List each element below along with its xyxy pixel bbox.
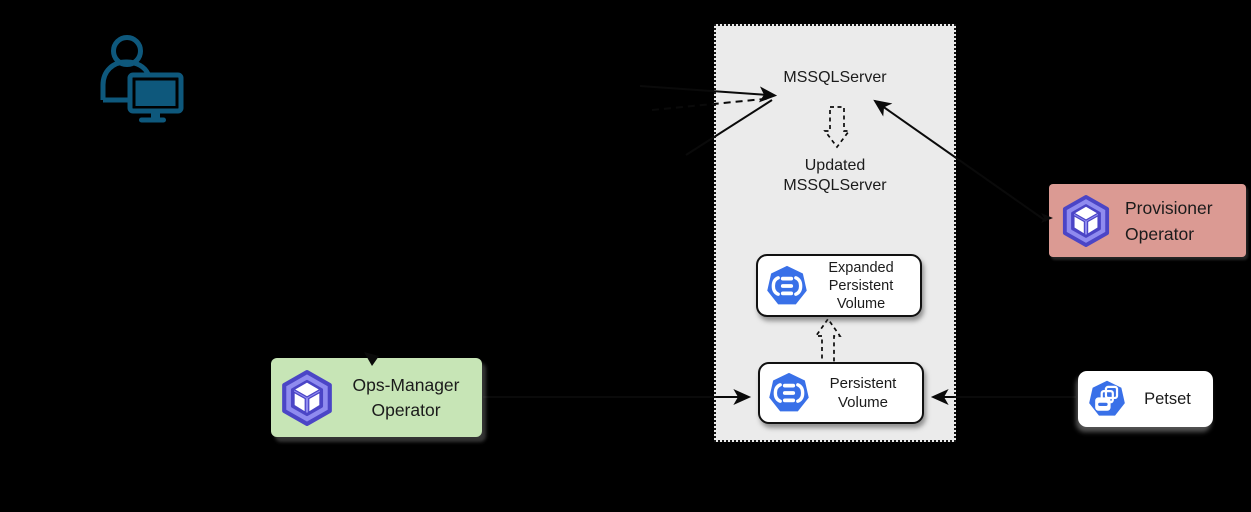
- ops-manager-label-line1: Ops-Manager: [352, 374, 460, 395]
- provisioner-label: Provisioner Operator: [1125, 195, 1213, 247]
- mssqlserver-resource-label: MSSQLServer: [783, 69, 887, 86]
- persistent-volume-icon: [767, 265, 807, 304]
- persistent-volume-icon: [769, 372, 809, 412]
- monitor-stand: [139, 117, 166, 123]
- updated-label-line2: MSSQLServer: [783, 177, 887, 194]
- petset-node: Petset: [1078, 371, 1213, 427]
- monitor-screen: [135, 80, 176, 106]
- updated-mssqlserver-resource-label: Updated MSSQLServer: [714, 156, 956, 196]
- pv-label-line2: Volume: [837, 394, 889, 411]
- ops-manager-operator-node: Ops-Manager Operator: [271, 358, 482, 437]
- provisioner-label-line1: Provisioner: [1125, 197, 1213, 218]
- user-body: [100, 59, 151, 100]
- expanded-persistent-volume-node: Expanded Persistent Volume: [756, 254, 922, 317]
- user-workstation-icon-svg: [100, 35, 184, 123]
- expanded-pv-label-line2: Persistent: [828, 277, 894, 294]
- petset-label: Petset: [1144, 389, 1191, 408]
- ops-manager-label: Ops-Manager Operator: [334, 373, 478, 423]
- petset-icon: [1089, 380, 1125, 416]
- ops-manager-label-line2: Operator: [371, 399, 441, 420]
- persistent-volume-node: Persistent Volume: [758, 362, 924, 424]
- provisioner-label-line2: Operator: [1125, 223, 1195, 244]
- expanded-pv-label: Expanded Persistent Volume: [808, 259, 914, 313]
- user-workstation-icon: [99, 33, 185, 123]
- pv-label-line1: Persistent: [829, 375, 897, 392]
- expanded-pv-label-line1: Expanded: [828, 259, 894, 276]
- pv-label: Persistent Volume: [810, 374, 916, 412]
- provisioner-operator-node: Provisioner Operator: [1049, 184, 1246, 257]
- operator-cube-icon: [1062, 194, 1110, 247]
- updated-label-line1: Updated: [804, 157, 866, 174]
- operator-cube-icon: [282, 369, 332, 426]
- expanded-pv-label-line3: Volume: [836, 295, 886, 312]
- monitor-neck: [151, 111, 160, 119]
